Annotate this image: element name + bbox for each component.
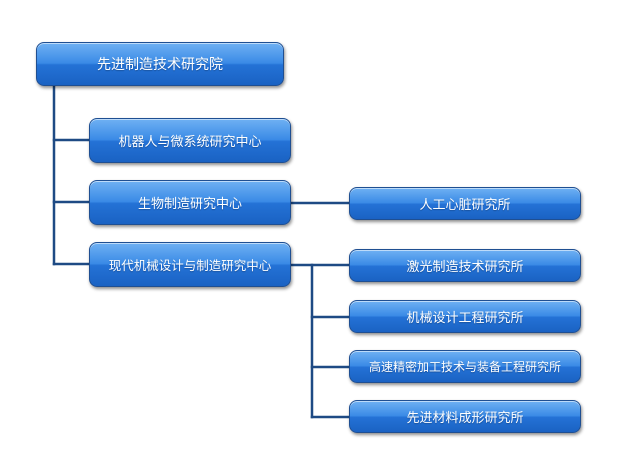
center-node-label: 生物制造研究中心 [137, 197, 242, 212]
institute-node-artificial-heart: 人工心脏研究所 [349, 187, 581, 220]
institute-node-label: 机械设计工程研究所 [406, 311, 524, 326]
institute-node-label: 高速精密加工技术与装备工程研究所 [368, 360, 561, 374]
center-node-label: 机器人与微系统研究中心 [118, 135, 262, 150]
institute-node-high-speed-machining: 高速精密加工技术与装备工程研究所 [349, 350, 581, 383]
center-node-robotics: 机器人与微系统研究中心 [89, 118, 291, 163]
center-node-label: 现代机械设计与制造研究中心 [108, 258, 272, 273]
institute-node-mechanical-design-engineering: 机械设计工程研究所 [349, 300, 581, 333]
center-node-biomanufacturing: 生物制造研究中心 [89, 180, 291, 225]
institute-node-label: 激光制造技术研究所 [406, 260, 524, 275]
institute-node-label: 先进材料成形研究所 [406, 411, 524, 426]
institute-node-advanced-forming: 先进材料成形研究所 [349, 400, 581, 433]
root-node: 先进制造技术研究院 [36, 42, 284, 86]
institute-node-label: 人工心脏研究所 [419, 198, 511, 213]
root-node-label: 先进制造技术研究院 [97, 57, 223, 73]
center-node-mechanical-design: 现代机械设计与制造研究中心 [89, 242, 291, 287]
institute-node-laser-manufacturing: 激光制造技术研究所 [349, 249, 581, 282]
